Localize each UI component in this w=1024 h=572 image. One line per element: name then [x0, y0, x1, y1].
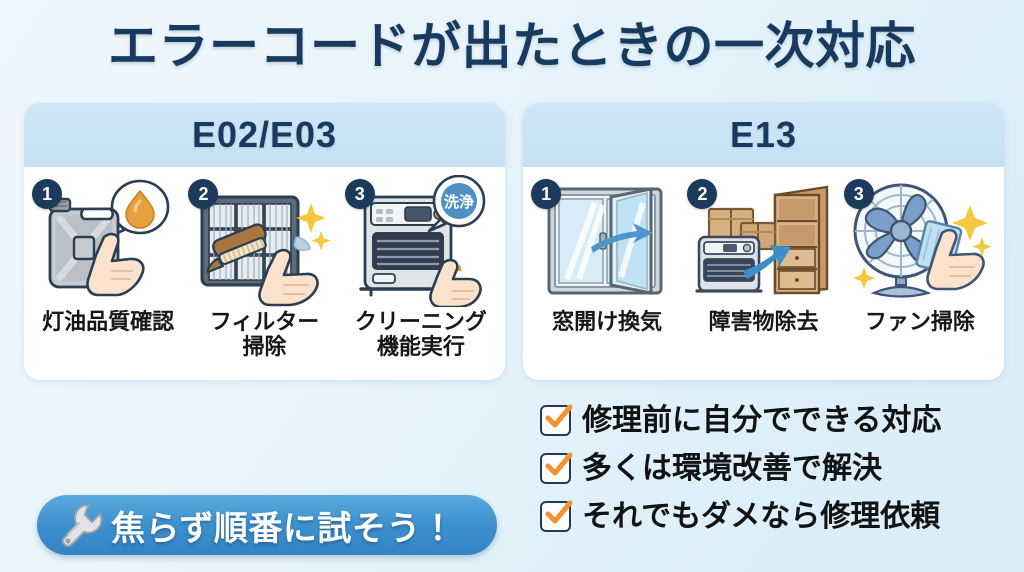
checklist-item[interactable]: それでもダメなら修理依頼	[540, 494, 1010, 539]
panel-header-right: E13	[523, 103, 1004, 167]
panel-code-label: E02/E03	[191, 114, 338, 155]
filter-brush-icon: 2	[188, 175, 338, 307]
panel-e13: E13 1	[523, 103, 1004, 380]
checklist-label: それでもダメなら修理依頼	[582, 499, 941, 533]
step-item: 1	[30, 167, 186, 380]
checklist: 修理前に自分でできる対応 多くは環境改善で解決 それでもダメなら修理依頼	[540, 398, 1010, 542]
check-icon[interactable]	[540, 452, 573, 484]
panel-e02-e03: E02/E03 1	[24, 103, 505, 380]
step-label: 窓開け換気	[552, 309, 663, 334]
heater-cleaning-icon: 3	[344, 175, 495, 307]
step-number-badge: 2	[687, 179, 718, 209]
step-number-badge: 3	[344, 179, 375, 209]
checklist-item[interactable]: 多くは環境改善で解決	[540, 446, 1010, 491]
checklist-label: 多くは環境改善で解決	[582, 451, 882, 485]
panel-code-label: E13	[729, 114, 798, 155]
step-item: 2	[186, 167, 342, 380]
panel-header-left: E02/E03	[24, 103, 505, 167]
step-item: 1	[529, 167, 685, 380]
step-item: 3	[343, 167, 499, 380]
check-icon[interactable]	[540, 404, 573, 436]
fan-cleaning-icon: 3	[843, 175, 994, 307]
kerosene-can-icon: 1	[32, 175, 182, 307]
step-label: クリーニング 機能実行	[354, 309, 487, 359]
wrench-icon	[55, 499, 103, 552]
step-item: 3	[842, 167, 998, 380]
banner-label: 焦らず順番に試そう！	[111, 509, 456, 548]
check-icon[interactable]	[540, 500, 573, 532]
step-label: フィルター 掃除	[209, 309, 320, 359]
step-number-badge: 3	[843, 179, 874, 209]
step-item: 2	[685, 167, 841, 380]
checklist-item[interactable]: 修理前に自分でできる対応	[540, 398, 1010, 443]
cleaning-badge-text: 洗浄	[444, 193, 474, 211]
step-list-left: 1	[24, 167, 505, 380]
checklist-label: 修理前に自分でできる対応	[582, 403, 942, 437]
step-number-badge: 2	[188, 179, 219, 209]
step-list-right: 1	[523, 167, 1004, 380]
step-number-badge: 1	[32, 179, 63, 209]
open-window-icon: 1	[531, 175, 681, 307]
step-label: 障害物除去	[708, 309, 819, 334]
obstacle-removal-icon: 2	[687, 175, 837, 307]
page-title: エラーコードが出たときの一次対応	[108, 18, 916, 74]
step-number-badge: 1	[531, 179, 562, 209]
step-label: 灯油品質確認	[42, 309, 175, 334]
advice-banner[interactable]: 焦らず順番に試そう！	[37, 495, 497, 555]
step-label: ファン掃除	[864, 309, 975, 334]
